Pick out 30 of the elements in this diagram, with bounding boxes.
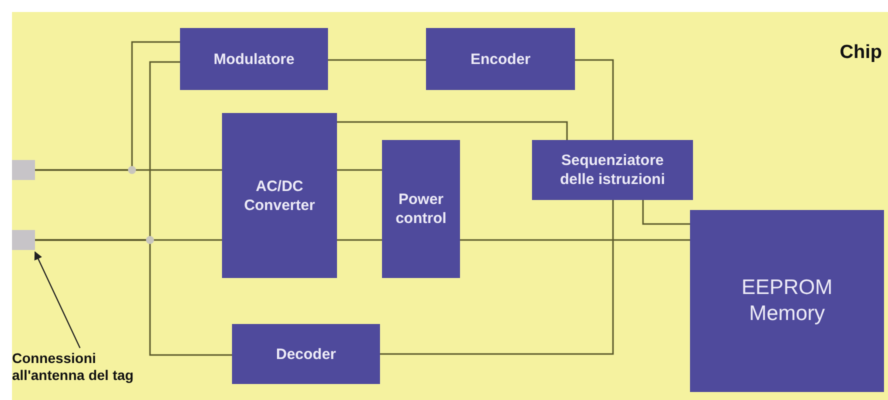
block-box (426, 28, 575, 90)
callout-text: Connessioni all'antenna del tag (12, 350, 135, 384)
block-label: EEPROM Memory (740, 275, 834, 327)
wire (380, 200, 614, 355)
memory-block (690, 210, 884, 392)
block-box (232, 324, 380, 384)
block-box (382, 140, 460, 278)
antenna-pad (12, 160, 35, 180)
block-label: AC/DC Converter (243, 176, 316, 214)
block-box (532, 140, 693, 200)
panel-heading: Chip (840, 42, 882, 64)
block-box (180, 28, 328, 90)
wire (35, 239, 232, 356)
wire (328, 59, 426, 61)
wire (642, 200, 690, 225)
leader-line (34, 251, 81, 348)
wire (35, 41, 180, 171)
wire (575, 59, 614, 140)
chip-panel (12, 12, 888, 400)
block-label: Decoder (276, 344, 336, 364)
wire (337, 169, 382, 171)
block-label: Power control (396, 190, 446, 228)
block-label: Sequenziatore delle istruzioni (558, 151, 666, 189)
wire (460, 239, 690, 241)
wire (337, 239, 382, 241)
block-label: Modulatore (214, 50, 294, 68)
wire (337, 121, 568, 140)
antenna-pad (12, 230, 35, 250)
block-box (222, 113, 337, 278)
block-label: Encoder (470, 50, 530, 68)
